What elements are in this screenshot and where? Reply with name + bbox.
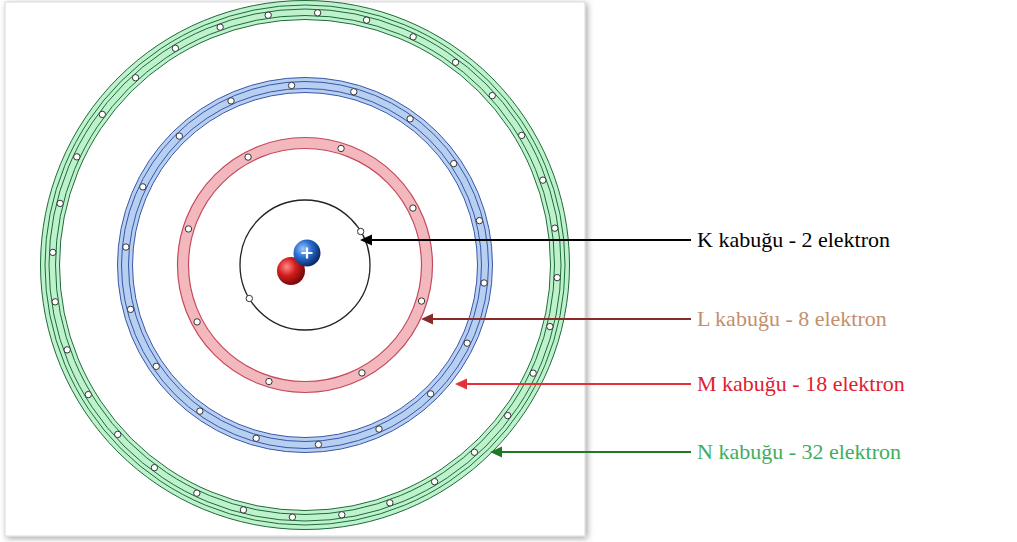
picture-frame — [5, 2, 585, 536]
electron — [246, 295, 252, 301]
electron — [123, 244, 129, 250]
shell-line — [178, 138, 433, 393]
electron — [85, 391, 91, 397]
electron — [338, 145, 344, 151]
electron — [410, 34, 416, 40]
shell-line — [189, 149, 422, 382]
electron-shells — [41, 1, 570, 530]
electron — [176, 133, 182, 139]
leader-line — [499, 451, 691, 453]
electron — [50, 249, 56, 255]
arrow-head — [455, 379, 467, 390]
arrow-head — [421, 314, 433, 325]
electron — [52, 299, 58, 305]
electron — [315, 441, 321, 447]
leader-line — [369, 239, 691, 241]
electron — [363, 17, 369, 23]
electron — [115, 431, 121, 437]
electron — [552, 225, 558, 231]
electrons — [50, 10, 561, 521]
shell-line — [118, 78, 493, 453]
electron — [504, 412, 510, 418]
electron — [253, 435, 259, 441]
shell-line — [133, 93, 478, 438]
electron — [452, 59, 458, 65]
electron — [228, 98, 234, 104]
electron — [407, 116, 413, 122]
electron — [217, 24, 223, 30]
shell — [41, 1, 570, 530]
electron — [132, 75, 138, 81]
electron — [540, 177, 546, 183]
electron — [172, 45, 178, 51]
electron — [376, 426, 382, 432]
electron — [481, 280, 487, 286]
electron — [427, 391, 433, 397]
leader-line — [430, 318, 691, 320]
shell-line — [60, 20, 551, 511]
electron — [99, 111, 105, 117]
electron — [153, 363, 159, 369]
shell-band — [50, 10, 560, 520]
electron — [194, 319, 200, 325]
electron — [240, 507, 246, 513]
shell-label: N kabuğu - 32 elektron — [697, 439, 901, 465]
electron — [151, 464, 157, 470]
shell-line — [129, 89, 482, 442]
proton — [294, 240, 321, 267]
electron — [547, 323, 553, 329]
electron — [359, 370, 365, 376]
leader-line — [464, 383, 691, 385]
shell-label: M kabuğu - 18 elektron — [697, 371, 905, 397]
electron — [339, 512, 345, 518]
electron — [185, 226, 191, 232]
electron — [64, 347, 70, 353]
electron — [530, 370, 536, 376]
electron — [140, 184, 146, 190]
electron — [288, 82, 294, 88]
shell — [178, 138, 433, 393]
electron — [357, 228, 363, 234]
electron — [410, 205, 416, 211]
electron — [518, 132, 524, 138]
plus-sign — [302, 248, 313, 259]
electron — [245, 154, 251, 160]
electron — [265, 12, 271, 18]
electron — [554, 274, 560, 280]
electron — [57, 200, 63, 206]
electron — [387, 500, 393, 506]
shell-label: L kabuğu - 8 elektron — [697, 306, 887, 332]
electron — [489, 92, 495, 98]
electron — [351, 89, 357, 95]
shell-band — [183, 143, 427, 387]
shell-line — [41, 1, 570, 530]
electron — [314, 10, 320, 16]
electron — [127, 306, 133, 312]
electron — [476, 217, 482, 223]
leader-arrows — [360, 235, 691, 458]
shell — [240, 200, 370, 330]
shell-label: K kabuğu - 2 elektron — [697, 227, 890, 253]
electron — [194, 490, 200, 496]
electron — [451, 160, 457, 166]
electron — [266, 378, 272, 384]
electron — [197, 408, 203, 414]
electron — [471, 449, 477, 455]
nucleus — [277, 240, 321, 286]
shell-line — [45, 5, 565, 525]
electron — [418, 298, 424, 304]
electron — [74, 154, 80, 160]
electron — [431, 478, 437, 484]
shell-band — [125, 85, 485, 445]
shell-line — [122, 82, 489, 449]
arrow-head — [360, 235, 372, 246]
shell-line — [240, 200, 370, 330]
shell-line — [49, 9, 561, 521]
shell — [118, 78, 493, 453]
electron — [464, 340, 470, 346]
shell-line — [56, 16, 555, 515]
arrow-head — [490, 447, 502, 458]
electron — [289, 514, 295, 520]
